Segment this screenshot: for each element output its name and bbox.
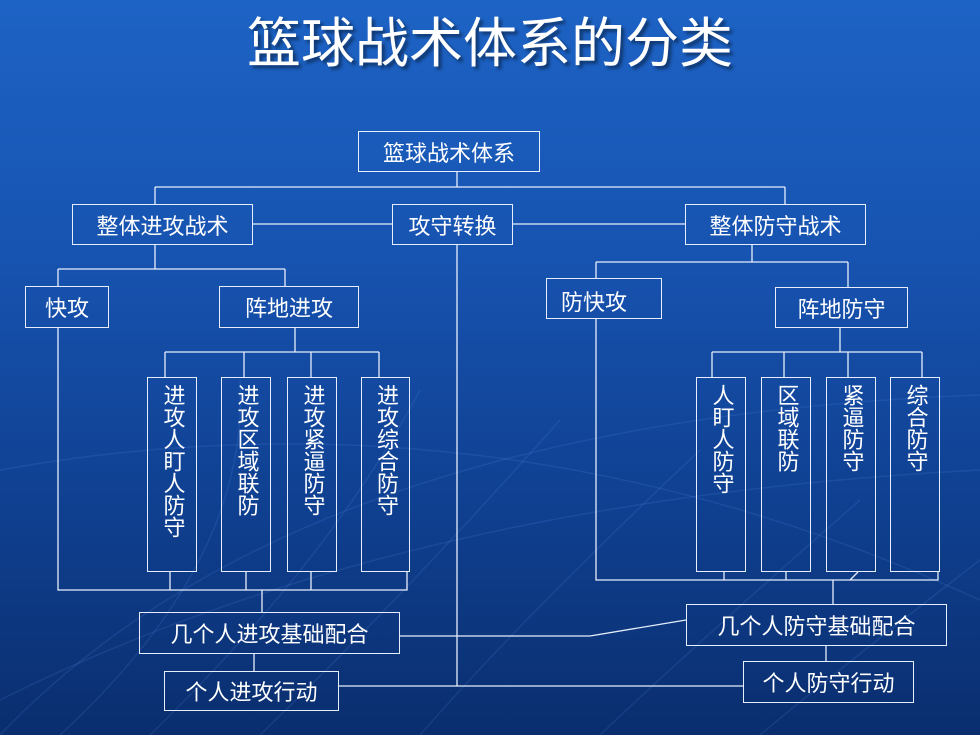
- group-offense-node: 几个人进攻基础配合: [139, 612, 400, 654]
- defense-type-combination: 综合防守: [890, 377, 940, 572]
- offense-type-combination: 进攻综合防守: [361, 377, 410, 572]
- fast-break-defense-node: 防快攻: [546, 278, 662, 319]
- offense-node: 整体进攻战术: [72, 204, 253, 245]
- defense-type-press: 紧逼防守: [826, 377, 876, 572]
- defense-type-man-to-man: 人盯人防守: [696, 377, 746, 572]
- fast-break-node: 快攻: [25, 286, 109, 328]
- offense-type-zone: 进攻区域联防: [221, 377, 271, 572]
- individual-offense-node: 个人进攻行动: [164, 671, 339, 711]
- group-defense-node: 几个人防守基础配合: [686, 604, 947, 646]
- defense-type-zone: 区域联防: [761, 377, 811, 572]
- page-title: 篮球战术体系的分类: [247, 12, 733, 75]
- individual-defense-node: 个人防守行动: [743, 661, 914, 703]
- root-node: 篮球战术体系: [358, 131, 540, 172]
- defense-node: 整体防守战术: [685, 204, 866, 245]
- half-court-offense-node: 阵地进攻: [219, 286, 359, 328]
- offense-type-press: 进攻紧逼防守: [287, 377, 337, 572]
- offense-type-man-to-man: 进攻人盯人防守: [147, 377, 197, 572]
- transition-node: 攻守转换: [392, 204, 513, 245]
- half-court-defense-node: 阵地防守: [775, 287, 908, 328]
